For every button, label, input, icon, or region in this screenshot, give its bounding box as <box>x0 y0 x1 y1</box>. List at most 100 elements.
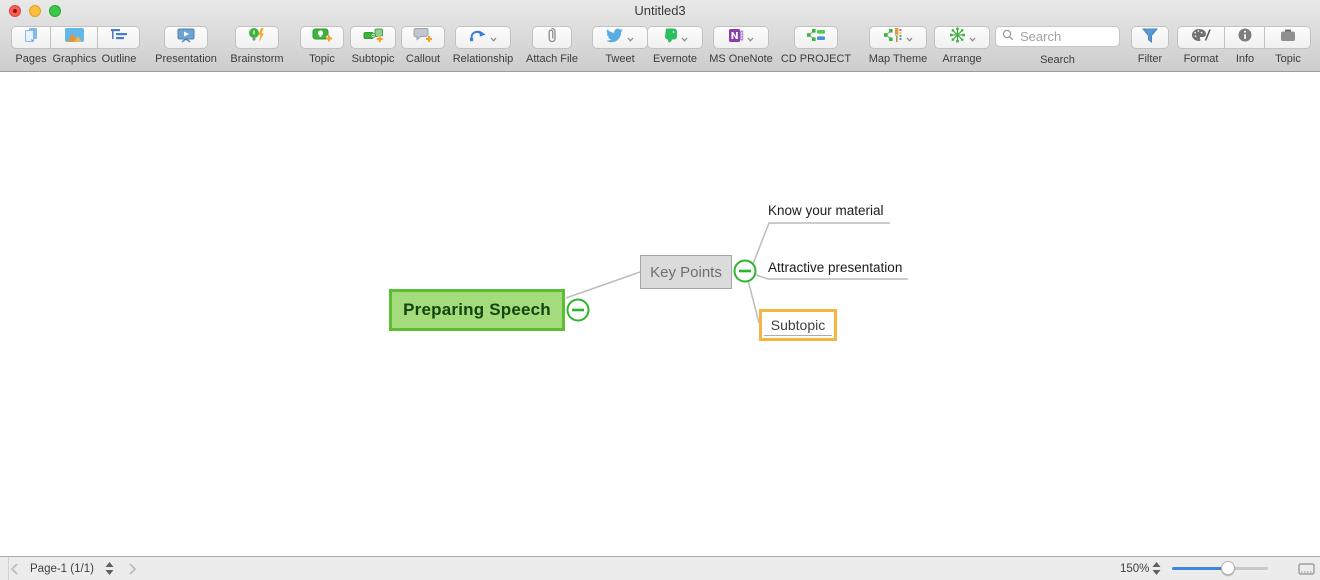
outline-button[interactable] <box>98 26 140 49</box>
close-button[interactable] <box>9 5 21 17</box>
brainstorm-button[interactable]: Brainstorm <box>222 26 292 65</box>
attach-file-label: Attach File <box>526 53 578 65</box>
topic-inspector-button[interactable] <box>1265 26 1311 49</box>
pages-label: Pages <box>15 53 47 65</box>
page-indicator: Page-1 (1/1) <box>30 562 94 575</box>
chevron-down-icon <box>490 29 497 47</box>
graphics-icon <box>64 28 84 47</box>
ms-onenote-label: MS OneNote <box>709 53 773 65</box>
chevron-down-icon <box>969 29 976 47</box>
callout-add-icon <box>413 27 433 48</box>
pages-button[interactable] <box>11 26 51 49</box>
search-input[interactable] <box>1018 28 1112 45</box>
inspector-segmented-group: Format Info Topic <box>1177 26 1311 65</box>
graphics-label: Graphics <box>52 53 97 65</box>
chevron-down-icon <box>747 29 754 47</box>
toolbar: Pages Graphics Outline Presentation Brai… <box>0 22 1320 72</box>
topic-button[interactable]: Topic <box>297 26 347 65</box>
arrange-icon <box>949 27 966 48</box>
graphics-button[interactable] <box>51 26 98 49</box>
map-theme-button[interactable]: Map Theme <box>865 26 931 65</box>
relationship-button[interactable]: Relationship <box>443 26 523 65</box>
format-label: Format <box>1183 53 1219 65</box>
mindmap-canvas[interactable]: Preparing Speech Key Points Know your ma… <box>0 72 1320 556</box>
presentation-icon <box>177 28 195 48</box>
attach-file-button[interactable]: Attach File <box>520 26 584 65</box>
filter-button[interactable]: Filter <box>1130 26 1170 65</box>
title-bar: Untitled3 <box>0 0 1320 22</box>
zoom-stepper[interactable] <box>1152 557 1161 580</box>
topic-label: Topic <box>309 53 335 65</box>
outline-label: Outline <box>101 53 137 65</box>
evernote-label: Evernote <box>652 53 698 65</box>
evernote-elephant-icon <box>663 27 678 48</box>
cd-project-icon <box>806 28 826 47</box>
page-stepper[interactable] <box>105 557 114 580</box>
evernote-button[interactable]: Evernote <box>645 26 705 65</box>
cd-project-label: CD PROJECT <box>780 53 852 65</box>
topic-inspector-label: Topic <box>1275 53 1301 65</box>
status-bar: Page-1 (1/1) 150% <box>0 556 1320 580</box>
tweet-button[interactable]: Tweet <box>590 26 650 65</box>
window-title: Untitled3 <box>634 3 686 18</box>
arrange-button[interactable]: Arrange <box>934 26 990 65</box>
outline-icon <box>110 28 127 47</box>
subtopic-button[interactable]: Subtopic <box>343 26 403 65</box>
tweet-label: Tweet <box>605 53 635 65</box>
topic-add-icon <box>312 27 333 48</box>
chevron-down-icon <box>627 29 634 47</box>
fit-page-icon[interactable] <box>1298 557 1315 580</box>
zoom-slider-thumb[interactable] <box>1221 561 1235 575</box>
chevron-down-icon <box>681 29 688 47</box>
fullscreen-button[interactable] <box>49 5 61 17</box>
pages-icon <box>23 27 39 48</box>
presentation-label: Presentation <box>155 53 217 65</box>
map-theme-label: Map Theme <box>868 53 928 65</box>
subtopic-know-material[interactable]: Know your material <box>768 203 884 218</box>
prev-page-button[interactable] <box>10 557 19 580</box>
subtopic-add-icon <box>363 27 384 48</box>
presentation-button[interactable]: Presentation <box>146 26 226 65</box>
paperclip-icon <box>547 27 557 48</box>
info-button[interactable] <box>1225 26 1265 49</box>
next-page-button[interactable] <box>128 557 137 580</box>
statusbar-divider <box>8 557 9 580</box>
connector-lines <box>565 222 908 324</box>
search-label: Search <box>1040 54 1075 66</box>
filter-label: Filter <box>1137 53 1163 65</box>
search-field[interactable] <box>995 26 1120 47</box>
callout-label: Callout <box>405 53 441 65</box>
map-theme-icon <box>883 27 903 48</box>
callout-button[interactable]: Callout <box>398 26 448 65</box>
subtopic-selected[interactable]: Subtopic <box>759 309 837 341</box>
ms-onenote-button[interactable]: MS OneNote <box>703 26 779 65</box>
root-topic[interactable]: Preparing Speech <box>389 289 565 331</box>
palette-icon <box>1191 28 1211 47</box>
info-label: Info <box>1235 53 1255 65</box>
zoom-slider-fill <box>1172 567 1228 570</box>
topic-box-icon <box>1280 29 1296 47</box>
format-button[interactable] <box>1177 26 1225 49</box>
minimize-button[interactable] <box>29 5 41 17</box>
relationship-icon <box>469 28 487 47</box>
subtopic-attractive-presentation[interactable]: Attractive presentation <box>768 260 903 275</box>
subtopic-label: Subtopic <box>351 53 395 65</box>
cd-project-button[interactable]: CD PROJECT <box>778 26 854 65</box>
view-segmented-group: Pages Graphics Outline <box>11 26 140 65</box>
relationship-label: Relationship <box>452 53 514 65</box>
subtopic-underline <box>764 335 832 336</box>
onenote-icon <box>728 28 744 48</box>
zoom-level: 150% <box>1120 562 1150 575</box>
twitter-bird-icon <box>606 28 624 48</box>
collapse-button-root[interactable] <box>566 298 590 322</box>
zoom-slider[interactable] <box>1172 561 1268 575</box>
brainstorm-label: Brainstorm <box>230 53 284 65</box>
subtopic-selected-label: Subtopic <box>770 317 826 333</box>
filter-icon <box>1141 28 1159 48</box>
chevron-down-icon <box>906 29 913 47</box>
main-topic[interactable]: Key Points <box>640 255 732 289</box>
collapse-button-keypoints[interactable] <box>733 259 757 283</box>
info-icon <box>1238 28 1252 47</box>
search-icon <box>1002 28 1014 46</box>
